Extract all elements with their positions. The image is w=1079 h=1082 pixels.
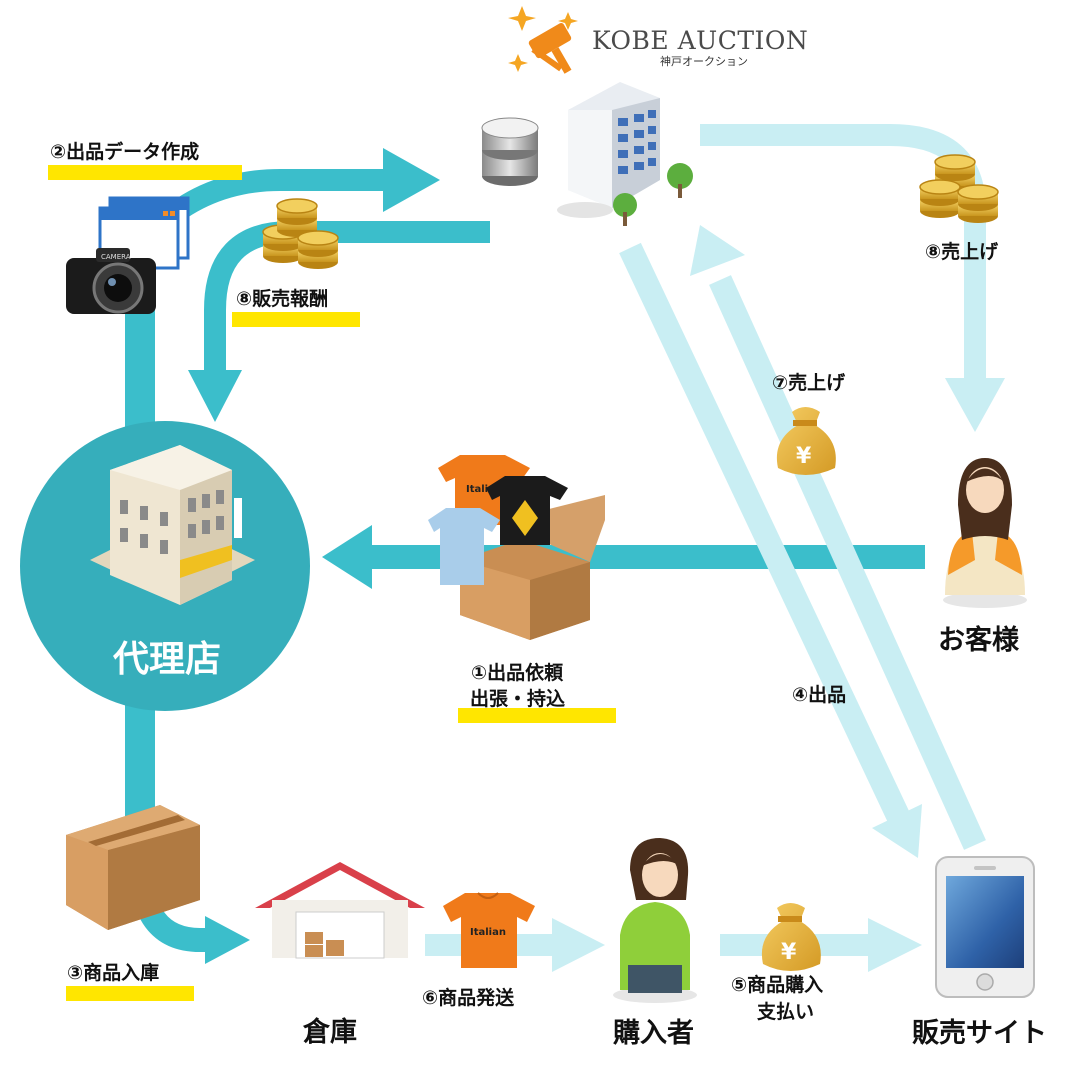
- database-icon: [481, 117, 539, 186]
- arrow-ship-head: [552, 918, 605, 972]
- cardboard-box-icon: [66, 805, 200, 930]
- yen-symbol: ¥: [796, 444, 812, 469]
- arrow-sales-customer-head: [945, 378, 1005, 432]
- shirts-box-icon: Italian: [428, 455, 605, 640]
- label-step6: ⑥商品発送: [422, 987, 515, 1009]
- shirt-print-ship: Italian: [470, 927, 506, 938]
- highlight-sales-reward: [232, 312, 360, 327]
- label-step2: ②出品データ作成: [50, 141, 200, 163]
- label-step7: ⑦売上げ: [772, 372, 846, 394]
- arrow-listing-request-head: [322, 525, 372, 589]
- label-step8-agency: ⑧販売報酬: [236, 288, 329, 310]
- node-warehouse-label: 倉庫: [303, 1017, 357, 1048]
- node-customer-label: お客様: [938, 625, 1019, 656]
- coins-customer-icon: [919, 154, 999, 224]
- node-site-label: 販売サイト: [912, 1018, 1047, 1049]
- shirt-print-orange: Italian: [466, 484, 502, 495]
- orange-shirt-icon: Italian: [443, 892, 535, 968]
- logo-name: KOBE AUCTION: [592, 26, 809, 55]
- gavel-logo-icon: [508, 6, 578, 74]
- yen-symbol: ¥: [781, 940, 797, 965]
- arrow-sales-up: [709, 275, 986, 850]
- money-bag-sales-icon: ¥: [776, 407, 836, 475]
- highlight-data-creation: [48, 165, 242, 180]
- node-buyer-label: 購入者: [613, 1018, 694, 1049]
- label-step1-line1: ①出品依頼: [471, 662, 564, 684]
- label-step5-line1: ⑤商品購入: [731, 974, 824, 996]
- office-building-icon: [557, 82, 693, 226]
- label-step1-line2: 出張・持込: [470, 688, 566, 710]
- node-agency-label: 代理店: [112, 639, 221, 680]
- customer-person-icon: [943, 458, 1027, 608]
- logo-subtitle: 神戸オークション: [660, 55, 748, 68]
- label-step5-line2: 支払い: [757, 1001, 815, 1023]
- highlight-listing-request: [458, 708, 616, 723]
- camera-icon: CAMERA: [66, 248, 156, 314]
- camera-label: CAMERA: [101, 253, 131, 261]
- label-step3: ③商品入庫: [67, 962, 160, 984]
- arrow-stock-in-head: [205, 916, 250, 964]
- smartphone-icon: [935, 856, 1035, 998]
- buyer-person-icon: [613, 838, 697, 1003]
- agency-node: [20, 421, 310, 711]
- arrow-sales-up-head: [690, 225, 745, 276]
- money-bag-payment-icon: ¥: [761, 903, 821, 971]
- warehouse-icon: [255, 862, 425, 959]
- label-step4: ④出品: [792, 684, 847, 706]
- highlight-stock-in: [66, 986, 194, 1001]
- coins-reward-icon: [262, 198, 339, 270]
- label-step8-customer: ⑧売上げ: [925, 241, 999, 263]
- arrow-data-creation-head: [383, 148, 440, 212]
- arrow-listing-head: [872, 804, 922, 858]
- arrow-purchase-head: [868, 918, 922, 972]
- arrow-listing: [619, 242, 911, 826]
- arrow-sales-reward-head: [188, 370, 242, 422]
